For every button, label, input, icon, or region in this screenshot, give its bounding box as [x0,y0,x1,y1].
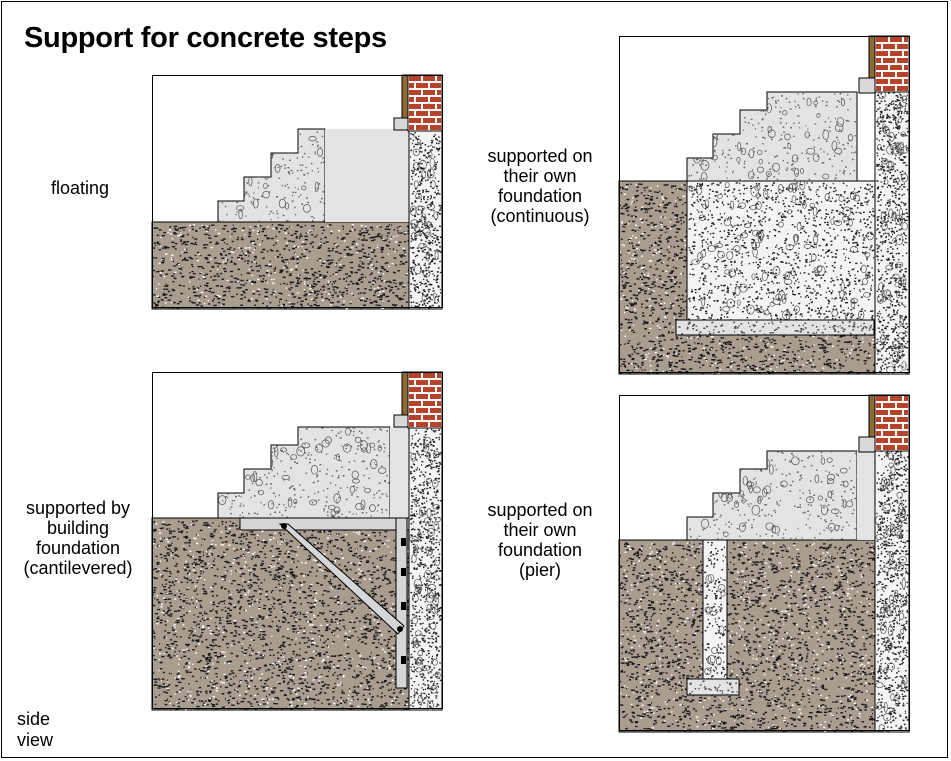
label-floating: floating [40,178,120,198]
foundation-wall [408,129,443,310]
step-ledge [858,436,876,453]
label-cantilevered-line: supported by [25,498,131,518]
label-cantilevered-line: (cantilevered) [23,558,133,578]
label-cantilevered: supported by building foundation (cantil… [8,498,148,578]
footing [675,319,875,336]
sill-plate [868,394,876,440]
foundation-wall [408,426,443,711]
concrete-steps [686,91,858,182]
label-pier-line: (pier) [518,560,561,580]
panel-cantilevered [151,371,444,711]
label-continuous: supported on their own foundation (conti… [470,146,610,226]
sill-plate [401,371,409,418]
label-pier: supported on their own foundation (pier) [470,500,610,580]
panel-floating [151,74,444,310]
brick-wall [874,35,910,93]
continuous-foundation [686,180,876,322]
side-view-note: side view [17,709,53,751]
label-pier-line: supported on [487,500,593,520]
label-cantilevered-line: building [46,518,110,538]
pier-footing [686,678,740,696]
panel-border [619,36,910,373]
brick-wall [407,74,443,132]
label-pier-line: foundation [497,540,583,560]
side-view-line: view [17,730,54,750]
label-continuous-line: supported on [487,146,593,166]
label-continuous-line: foundation [497,186,583,206]
brick-wall [874,394,910,452]
panel-border [619,395,910,731]
panel-border [152,372,443,709]
step-ledge [393,414,410,428]
panel-pier [618,394,911,733]
label-continuous-line: (continuous) [490,206,590,226]
soil [618,539,878,733]
soil [151,221,411,310]
brick-wall [407,371,443,429]
step-ledge [393,117,410,131]
foundation-wall [874,89,910,375]
label-pier-line: their own [503,520,577,540]
panel-continuous [618,35,911,375]
steel-bracket [239,517,411,689]
concrete-pier [702,539,728,681]
label-continuous-line: their own [503,166,577,186]
diagram-title: Support for concrete steps [24,22,387,54]
label-floating-line: floating [50,178,110,198]
soil [151,517,413,711]
sill-plate [868,35,876,81]
foundation-wall [874,448,910,733]
label-cantilevered-line: foundation [35,538,121,558]
sill-plate [401,74,409,121]
step-ledge [858,77,876,94]
concrete-steps [217,426,409,519]
panel-border [152,75,443,308]
side-view-line: side [17,709,51,729]
